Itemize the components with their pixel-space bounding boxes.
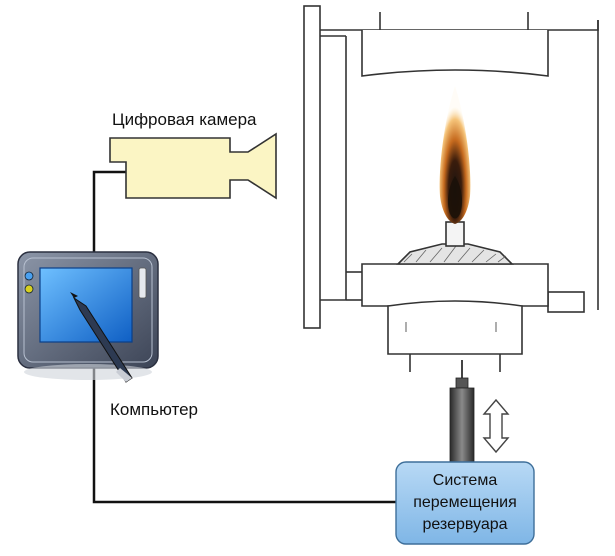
camera-to-computer-wire bbox=[92, 170, 126, 256]
burner-housing bbox=[387, 300, 523, 355]
tank-system-box bbox=[395, 461, 535, 545]
tank-system-label: Система перемещения резервуара bbox=[396, 470, 534, 536]
double-vertical-arrow-icon bbox=[482, 398, 510, 454]
burner-plate bbox=[361, 263, 549, 307]
tank-system-label-line-1: Система bbox=[432, 472, 498, 489]
feed-rod bbox=[449, 360, 475, 469]
stylus-icon bbox=[70, 292, 133, 383]
video-camera-icon bbox=[109, 132, 277, 200]
tablet-computer-icon bbox=[17, 251, 159, 383]
chamber-left-pillar bbox=[303, 5, 321, 329]
camera-label: Цифровая камера bbox=[112, 110, 257, 129]
connection-wires bbox=[92, 170, 396, 504]
computer-label: Компьютер bbox=[110, 400, 198, 419]
nozzle-tube bbox=[445, 221, 465, 247]
combustion-chamber bbox=[303, 5, 599, 372]
tank-system-label-line-3: резервуара bbox=[422, 516, 508, 533]
tank-system-label-line-2: перемещения bbox=[413, 494, 517, 511]
computer-to-tank-wire bbox=[92, 368, 396, 504]
chamber-top-cap bbox=[361, 30, 549, 77]
nozzle-base bbox=[396, 243, 514, 265]
flame-icon bbox=[439, 86, 471, 224]
